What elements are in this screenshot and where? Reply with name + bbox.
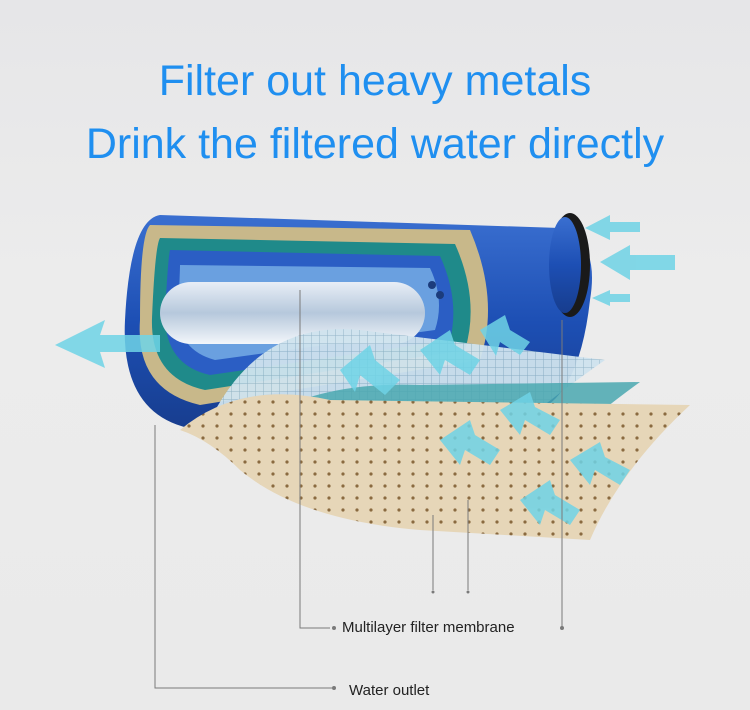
core-tube <box>160 282 425 344</box>
water-flow-arrows <box>55 215 675 525</box>
headline-line-2: Drink the filtered water directly <box>85 120 665 168</box>
headline-line-1: Filter out heavy metals <box>158 57 592 105</box>
multilayer-membrane-label: Multilayer filter membrane <box>342 619 515 636</box>
water-outlet-label: Water outlet <box>349 682 430 699</box>
leader-lines <box>154 290 563 689</box>
outlet-arrow <box>55 320 160 368</box>
